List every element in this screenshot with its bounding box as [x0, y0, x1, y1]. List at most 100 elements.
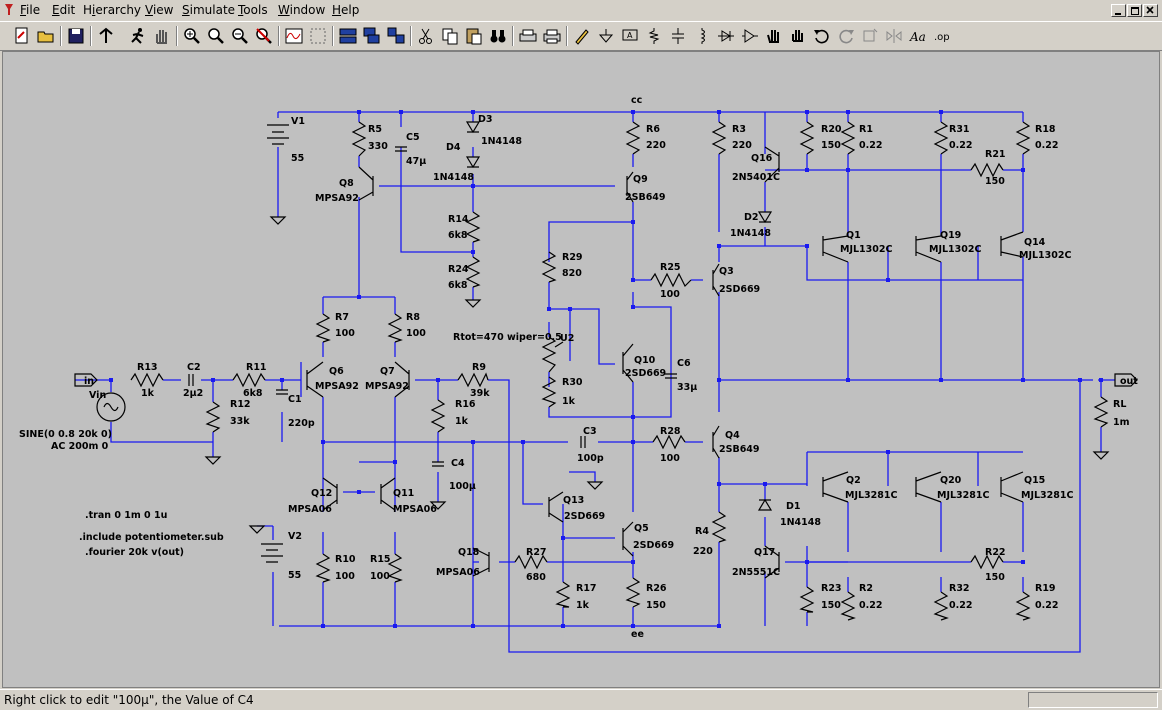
mirror-icon[interactable]	[884, 26, 904, 46]
schematic-label[interactable]: 1N4148	[780, 517, 821, 528]
schematic-label[interactable]: 39k	[470, 388, 490, 399]
schematic-label[interactable]: cc	[631, 95, 642, 106]
schematic-label[interactable]: MPSA06	[288, 504, 332, 515]
schematic-label[interactable]: R5	[368, 124, 382, 135]
schematic-label[interactable]: 680	[526, 572, 546, 583]
schematic-label[interactable]: 100p	[577, 453, 604, 464]
schematic-label[interactable]: 1k	[141, 388, 155, 399]
schematic-label[interactable]: 220	[732, 140, 752, 151]
schematic-label[interactable]: R6	[646, 124, 660, 135]
cascade-icon[interactable]	[362, 26, 382, 46]
schematic-label[interactable]: 33k	[230, 416, 250, 427]
schematic-label[interactable]: R15	[370, 554, 391, 565]
print-icon[interactable]	[542, 26, 562, 46]
schematic-label[interactable]: 1k	[455, 416, 469, 427]
schematic-label[interactable]: Q9	[633, 174, 648, 185]
schematic-label[interactable]: 100µ	[449, 481, 476, 492]
schematic-label[interactable]: R23	[821, 583, 842, 594]
schematic-label[interactable]: 220p	[288, 418, 315, 429]
schematic-label[interactable]: Q4	[725, 430, 740, 441]
schematic-label[interactable]: R10	[335, 554, 356, 565]
schematic-label[interactable]: 1N4148	[433, 172, 474, 183]
schematic-label[interactable]: ee	[631, 629, 644, 640]
schematic-label[interactable]: 0.22	[1035, 600, 1058, 611]
schematic-label[interactable]: MPSA06	[393, 504, 437, 515]
restore-icon[interactable]	[1127, 4, 1142, 17]
schematic-label[interactable]: R19	[1035, 583, 1056, 594]
schematic-label[interactable]: D4	[446, 142, 461, 153]
schematic-label[interactable]: Q1	[846, 230, 861, 241]
schematic-label[interactable]: 1m	[1113, 417, 1130, 428]
text-icon[interactable]: Aa	[908, 26, 928, 46]
ground-icon[interactable]	[596, 26, 616, 46]
schematic-label[interactable]: R21	[985, 149, 1006, 160]
schematic-label[interactable]: R30	[562, 377, 583, 388]
schematic-label[interactable]: R8	[406, 312, 420, 323]
schematic-label[interactable]: C2	[187, 362, 201, 373]
schematic-label[interactable]: 150	[985, 572, 1005, 583]
schematic-label[interactable]: in	[84, 376, 94, 387]
schematic-label[interactable]: MJL3281C	[845, 490, 897, 501]
schematic-label[interactable]: D1	[786, 501, 801, 512]
schematic-label[interactable]: MJL1302C	[840, 244, 892, 255]
capacitor-icon[interactable]	[668, 26, 688, 46]
paste-icon[interactable]	[464, 26, 484, 46]
run-icon[interactable]	[128, 26, 148, 46]
spice-directive-icon[interactable]: .op	[932, 26, 952, 46]
menu-file[interactable]: File	[20, 3, 41, 17]
schematic-label[interactable]: 820	[562, 268, 582, 279]
schematic-label[interactable]: .tran 0 1m 0 1u	[85, 510, 167, 521]
schematic-label[interactable]: 6k8	[448, 280, 468, 291]
schematic-label[interactable]: 100	[370, 571, 390, 582]
drag-hand-icon[interactable]	[788, 26, 808, 46]
schematic-label[interactable]: MPSA92	[315, 381, 359, 392]
print-setup-icon[interactable]	[518, 26, 538, 46]
schematic-label[interactable]: MJL1302C	[929, 244, 981, 255]
draw-wire-pencil-icon[interactable]	[572, 26, 592, 46]
menu-help[interactable]: Help	[332, 3, 360, 17]
schematic-label[interactable]: 150	[821, 140, 841, 151]
schematic-label[interactable]: MPSA06	[436, 567, 480, 578]
schematic-label[interactable]: MPSA92	[315, 193, 359, 204]
copy-icon[interactable]	[440, 26, 460, 46]
schematic-label[interactable]: 6k8	[448, 230, 468, 241]
waveform-icon[interactable]	[284, 26, 304, 46]
component-icon[interactable]	[740, 26, 760, 46]
schematic-label[interactable]: R17	[576, 583, 597, 594]
schematic-label[interactable]: R18	[1035, 124, 1056, 135]
label-net-icon[interactable]: A	[620, 26, 640, 46]
pan-icon[interactable]	[206, 26, 226, 46]
menu-simulate[interactable]: Simulate	[182, 3, 236, 17]
amplifier-schematic[interactable]: V155R5330C547µD31N4148D41N4148Q8MPSA92R1…	[3, 52, 1159, 687]
schematic-label[interactable]: 1N4148	[730, 228, 771, 239]
schematic-label[interactable]: R27	[526, 547, 547, 558]
control-panel-icon[interactable]	[96, 26, 116, 46]
schematic-label[interactable]: R7	[335, 312, 349, 323]
schematic-label[interactable]: C4	[451, 458, 465, 469]
schematic-label[interactable]: V1	[291, 116, 305, 127]
schematic-label[interactable]: AC 200m 0	[51, 441, 109, 452]
schematic-label[interactable]: 100	[406, 328, 426, 339]
schematic-label[interactable]: C1	[288, 394, 302, 405]
schematic-label[interactable]: Q13	[563, 495, 584, 506]
schematic-label[interactable]: 1N4148	[481, 136, 522, 147]
schematic-label[interactable]: SINE(0 0.8 20k 0)	[19, 429, 112, 440]
zoom-out-icon[interactable]	[230, 26, 250, 46]
schematic-label[interactable]: 100	[335, 571, 355, 582]
schematic-label[interactable]: Q17	[754, 547, 775, 558]
schematic-label[interactable]: out	[1120, 376, 1138, 387]
schematic-label[interactable]: U2	[560, 333, 574, 344]
schematic-label[interactable]: R11	[246, 362, 267, 373]
schematic-label[interactable]: R12	[230, 399, 251, 410]
schematic-label[interactable]: 47µ	[406, 156, 426, 167]
schematic-label[interactable]: R22	[985, 547, 1006, 558]
schematic-label[interactable]: R3	[732, 124, 746, 135]
schematic-label[interactable]: R1	[859, 124, 873, 135]
schematic-label[interactable]: Q11	[393, 488, 414, 499]
schematic-label[interactable]: 100	[660, 453, 680, 464]
schematic-label[interactable]: C3	[583, 426, 597, 437]
schematic-label[interactable]: 150	[985, 176, 1005, 187]
schematic-label[interactable]: 330	[368, 141, 388, 152]
schematic-label[interactable]: 2SD669	[633, 540, 674, 551]
